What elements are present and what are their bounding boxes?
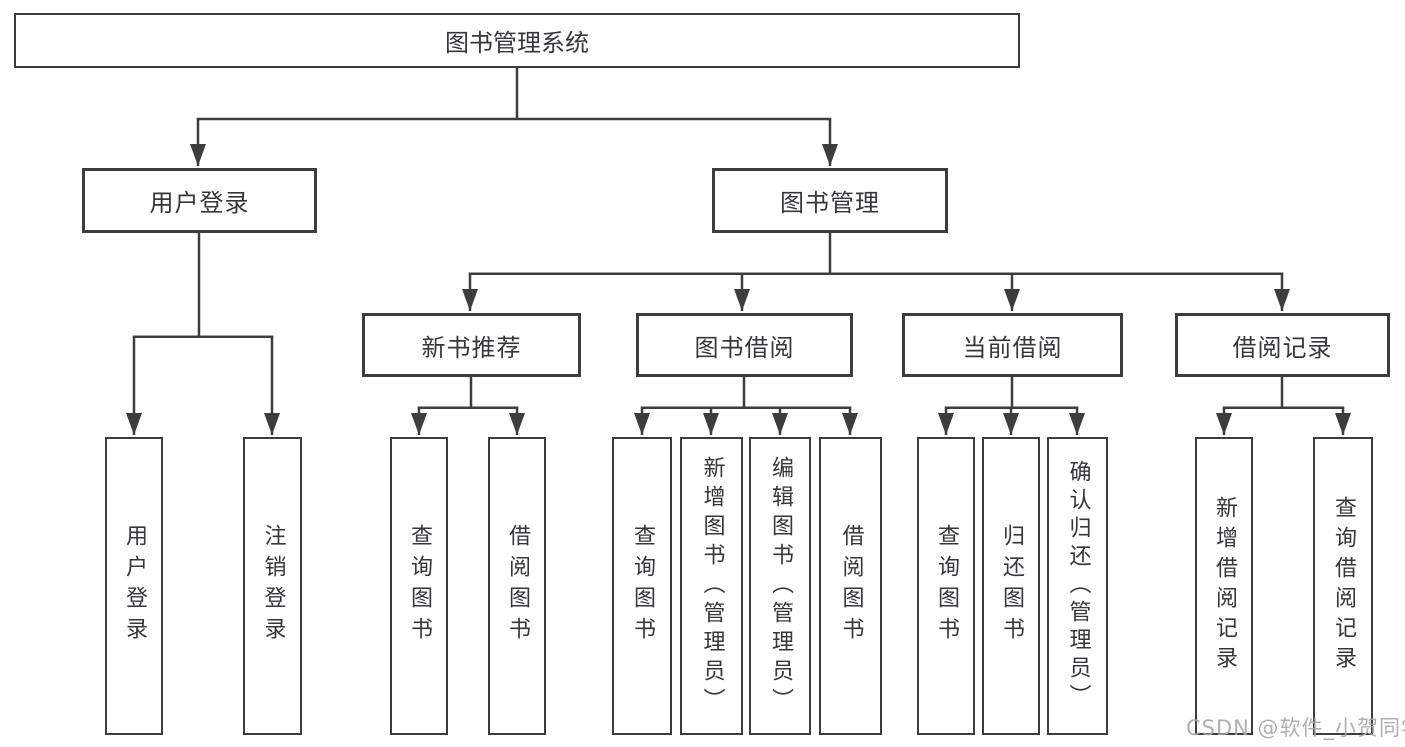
leaf-logout: 注销登录: [243, 437, 302, 735]
leaf-records-add-borrow-record: 新增借阅记录: [1195, 437, 1253, 735]
node-user-login: 用户登录: [82, 168, 317, 233]
leaf-current-query-books: 查询图书: [917, 437, 975, 735]
leaf-current-confirm-return-admin: 确认归还（管理员）: [1047, 437, 1108, 735]
leaf-current-return-books: 归还图书: [982, 437, 1040, 735]
leaf-recommend-borrow-books: 借阅图书: [488, 437, 546, 735]
leaf-borrow-edit-books-admin: 编辑图书（管理员）: [749, 437, 811, 735]
node-borrowing-records: 借阅记录: [1175, 313, 1390, 377]
node-new-book-recommend: 新书推荐: [362, 313, 581, 377]
node-book-borrowing: 图书借阅: [636, 313, 853, 377]
node-book-management: 图书管理: [712, 168, 948, 233]
csdn-watermark: CSDN @软件_小贺同学: [1186, 716, 1405, 740]
leaf-borrow-borrow-books: 借阅图书: [819, 437, 882, 735]
node-current-borrowing: 当前借阅: [902, 313, 1123, 377]
leaf-user-login: 用户登录: [105, 437, 163, 735]
leaf-borrow-add-books-admin: 新增图书（管理员）: [680, 437, 743, 735]
leaf-recommend-query-books: 查询图书: [390, 437, 448, 735]
leaf-borrow-query-books: 查询图书: [612, 437, 672, 735]
leaf-records-query-borrow-record: 查询借阅记录: [1313, 437, 1373, 735]
node-library-management-system: 图书管理系统: [14, 13, 1020, 68]
